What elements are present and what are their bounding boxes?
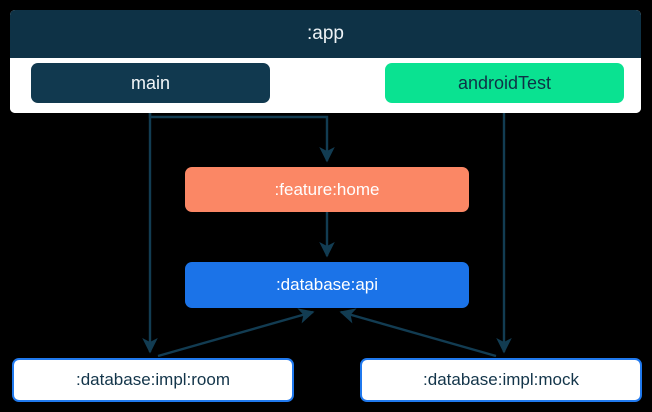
node-main-label: main [130,72,170,93]
node-main[interactable]: main [31,63,270,103]
node-database-impl-room[interactable]: :database:impl:room [12,358,294,402]
node-database-impl-mock-label: :database:impl:mock [423,370,579,390]
edge-impl-mock-to-database-api [339,308,497,358]
node-database-impl-room-label: :database:impl:room [75,370,231,390]
node-android-test-label: androidTest [457,72,552,93]
cluster-app-label: :app [10,10,641,58]
node-database-api-label: :database:api [275,275,379,295]
node-feature-home-label: :feature:home [274,179,380,199]
node-database-api[interactable]: :database:api [185,262,469,308]
node-android-test[interactable]: androidTest [385,63,624,103]
node-feature-home[interactable]: :feature:home [185,167,469,212]
node-database-impl-mock[interactable]: :database:impl:mock [360,358,642,402]
edge-impl-room-to-database-api [157,308,315,358]
